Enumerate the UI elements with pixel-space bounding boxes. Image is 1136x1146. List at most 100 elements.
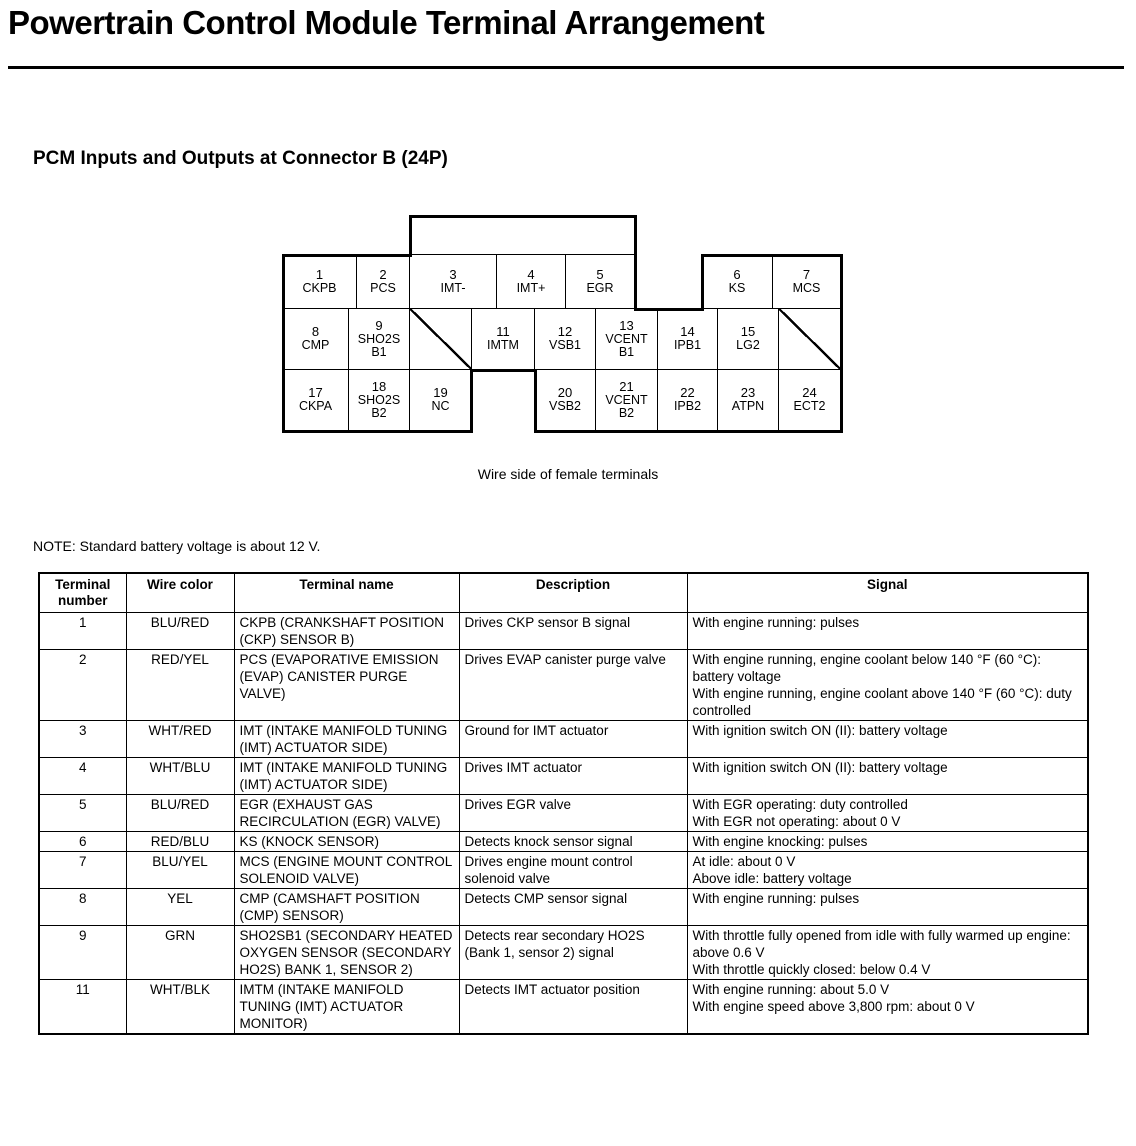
description-cell: Ground for IMT actuator xyxy=(458,720,688,758)
connector-outline xyxy=(634,308,704,311)
description-cell: Drives IMT actuator xyxy=(458,757,688,795)
pin-cell-17: 17 CKPA xyxy=(282,369,349,431)
pin-cell-2: 2 PCS xyxy=(356,254,410,309)
connector-outline xyxy=(409,215,412,257)
description-cell: Drives EVAP canister purge valve xyxy=(458,649,688,721)
empty-slot-16 xyxy=(778,308,841,370)
description-cell: Drives engine mount control solenoid val… xyxy=(458,851,688,889)
pin-label: NC xyxy=(431,399,450,414)
connector-outline xyxy=(282,254,285,433)
col-header-wire-color: Wire color xyxy=(125,572,235,613)
signal-cell: At idle: about 0 V Above idle: battery v… xyxy=(686,851,1089,889)
pin-label: EGR xyxy=(586,280,614,295)
wire-color-cell: WHT/BLU xyxy=(125,757,235,795)
pin-label: PCS xyxy=(370,280,396,295)
signal-cell: With EGR operating: duty controlled With… xyxy=(686,794,1089,832)
col-header-terminal-number: Terminal number xyxy=(38,572,127,613)
pin-cell-5: 5 EGR xyxy=(565,254,635,309)
pin-number: 23 xyxy=(740,385,756,401)
empty-slot-10 xyxy=(409,308,472,370)
terminal-number-cell: 11 xyxy=(38,979,127,1035)
pin-number: 21 xyxy=(619,378,634,394)
terminal-number-cell: 2 xyxy=(38,649,127,721)
connector-outline xyxy=(534,430,843,433)
pin-cell-18: 18 SHO2S B2 xyxy=(348,369,410,431)
pin-cell-14: 14 IPB1 xyxy=(657,308,718,370)
pin-number: 5 xyxy=(596,266,604,282)
terminal-name-cell: IMT (INTAKE MANIFOLD TUNING (IMT) ACTUAT… xyxy=(233,757,460,795)
pin-number: 11 xyxy=(496,324,510,340)
table-row: 1 BLU/RED CKPB (CRANKSHAFT POSITION (CKP… xyxy=(38,612,1089,650)
connector-outline xyxy=(282,254,412,257)
pin-label: IMTM xyxy=(487,338,519,353)
pin-label: CMP xyxy=(301,338,330,353)
connector-outline xyxy=(634,215,637,311)
pin-cell-12: 12 VSB1 xyxy=(534,308,596,370)
pin-label: LG2 xyxy=(736,338,760,353)
table-row: 6 RED/BLU KS (KNOCK SENSOR) Detects knoc… xyxy=(38,831,1089,852)
connector-outline xyxy=(840,254,843,433)
pin-cell-22: 22 IPB2 xyxy=(657,369,718,431)
pin-number: 24 xyxy=(802,385,817,401)
description-cell: Detects knock sensor signal xyxy=(458,831,688,852)
connector-outline xyxy=(701,254,704,311)
pin-number: 14 xyxy=(680,324,695,340)
wire-color-cell: BLU/RED xyxy=(125,794,235,832)
pin-number: 4 xyxy=(527,266,535,282)
pin-label: IMT+ xyxy=(516,280,546,295)
pin-number: 18 xyxy=(371,378,387,394)
pin-label: IPB2 xyxy=(673,399,702,414)
connector-outline xyxy=(534,369,537,433)
table-row: 7 BLU/YEL MCS (ENGINE MOUNT CONTROL SOLE… xyxy=(38,851,1089,889)
connector-outline xyxy=(409,215,637,218)
pin-label: MCS xyxy=(792,280,821,295)
col-header-terminal-name: Terminal name xyxy=(233,572,460,613)
connector-b-diagram: 1 CKPB 2 PCS 3 IMT- 4 IMT+ 5 EGR 6 KS 7 … xyxy=(282,215,843,433)
wire-color-cell: RED/YEL xyxy=(125,649,235,721)
connector-outline xyxy=(470,369,473,433)
table-row: 3 WHT/RED IMT (INTAKE MANIFOLD TUNING (I… xyxy=(38,720,1089,758)
pin-label: VCENT B2 xyxy=(605,392,648,420)
pin-cell-1: 1 CKPB xyxy=(282,254,357,309)
page-title: Powertrain Control Module Terminal Arran… xyxy=(8,4,765,41)
terminal-name-cell: EGR (EXHAUST GAS RECIRCULATION (EGR) VAL… xyxy=(233,794,460,832)
col-header-signal: Signal xyxy=(686,572,1089,613)
description-cell: Detects IMT actuator position xyxy=(458,979,688,1035)
pin-label: VCENT B1 xyxy=(605,331,648,359)
pin-number: 22 xyxy=(680,385,695,401)
pin-label: ECT2 xyxy=(793,399,826,414)
diagram-caption: Wire side of female terminals xyxy=(477,466,659,482)
terminal-name-cell: IMT (INTAKE MANIFOLD TUNING (IMT) ACTUAT… xyxy=(233,720,460,758)
pin-number: 20 xyxy=(557,385,573,401)
wire-color-cell: BLU/YEL xyxy=(125,851,235,889)
pin-label: KS xyxy=(728,280,746,295)
signal-cell: With ignition switch ON (II): battery vo… xyxy=(686,720,1089,758)
pin-label: SHO2S B1 xyxy=(357,331,401,359)
terminal-name-cell: SHO2SB1 (SECONDARY HEATED OXYGEN SENSOR … xyxy=(233,925,460,980)
pin-cell-9: 9 SHO2S B1 xyxy=(348,308,410,370)
connector-outline xyxy=(470,369,537,372)
title-rule xyxy=(8,66,1124,69)
description-cell: Detects CMP sensor signal xyxy=(458,888,688,926)
pin-cell-11: 11 IMTM xyxy=(471,308,535,370)
pin-cell-23: 23 ATPN xyxy=(717,369,779,431)
pin-label: VSB1 xyxy=(549,338,581,353)
pin-cell-8: 8 CMP xyxy=(282,308,349,370)
pin-number: 15 xyxy=(740,324,756,340)
pin-number: 2 xyxy=(379,266,387,282)
terminal-number-cell: 1 xyxy=(38,612,127,650)
wire-color-cell: BLU/RED xyxy=(125,612,235,650)
pin-label: CKPB xyxy=(302,280,337,295)
table-row: 5 BLU/RED EGR (EXHAUST GAS RECIRCULATION… xyxy=(38,794,1089,832)
pin-cell-6: 6 KS xyxy=(701,254,773,309)
terminal-number-cell: 8 xyxy=(38,888,127,926)
terminal-name-cell: IMTM (INTAKE MANIFOLD TUNING (IMT) ACTUA… xyxy=(233,979,460,1035)
table-row: 2 RED/YEL PCS (EVAPORATIVE EMISSION (EVA… xyxy=(38,649,1089,721)
table-row: 4 WHT/BLU IMT (INTAKE MANIFOLD TUNING (I… xyxy=(38,757,1089,795)
signal-cell: With engine running: pulses xyxy=(686,612,1089,650)
section-heading: PCM Inputs and Outputs at Connector B (2… xyxy=(33,148,448,169)
pin-number: 9 xyxy=(375,317,383,333)
signal-cell: With engine running: about 5.0 V With en… xyxy=(686,979,1089,1035)
pin-number: 19 xyxy=(433,385,448,401)
pin-number: 1 xyxy=(315,266,324,282)
